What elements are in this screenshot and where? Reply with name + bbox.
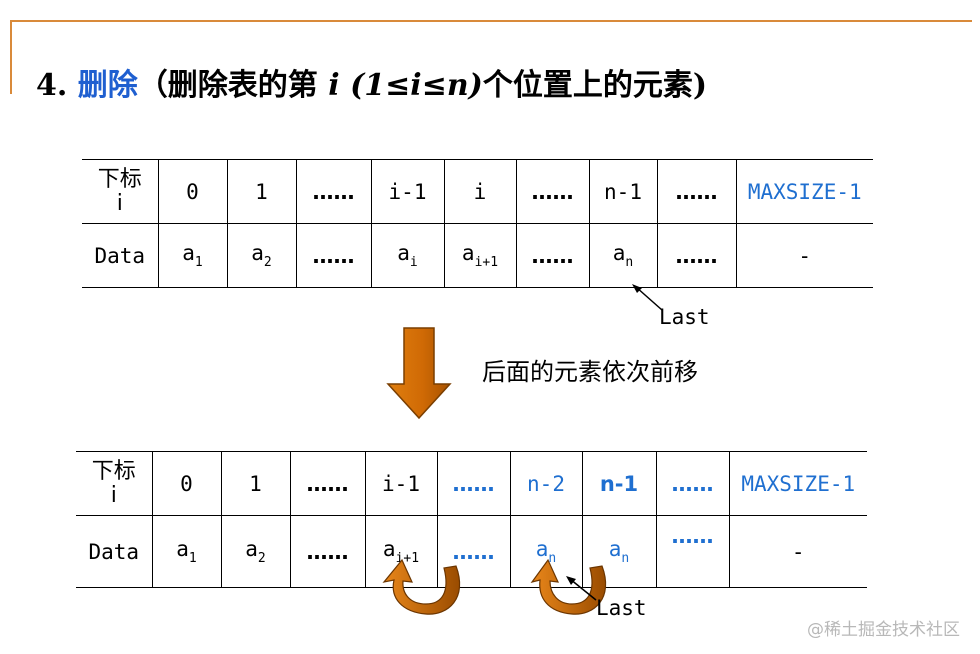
top-index-5: …… [515,159,589,224]
value-sub: 1 [194,255,203,270]
index-header-label: 下标 [97,166,142,192]
index-header-var: i [116,190,123,216]
value-sub: i [409,255,418,270]
title-number: 4. [36,68,68,103]
index-header-var: i [110,482,117,508]
move-arrow-right [530,558,607,615]
bottom-index-2: …… [289,451,365,516]
data-header-cell: Data [82,223,158,288]
bottom-index-3: i-1 [364,451,437,516]
title-range: (1≤i≤n) [350,68,483,103]
value-sub: i+1 [474,255,499,270]
bottom-index-1: 1 [220,451,290,516]
top-value-4: ai+1 [443,223,516,288]
title-text: （删除表的第 [137,68,318,103]
top-index-1: 1 [226,159,296,224]
value-base: a [182,241,195,265]
value-base: a [397,241,410,265]
top-last-label: Last [659,305,710,329]
top-value-2: …… [295,223,371,288]
value-base: a [245,537,258,561]
value-sub: 2 [263,255,272,270]
bottom-value-1: a2 [220,515,290,588]
top-index-0: 0 [157,159,227,224]
title-keyword: 删除 [77,68,138,103]
value-base: a [608,537,622,561]
top-value-8: - [735,223,873,288]
value-base: a [382,537,396,561]
value-sub: n [548,551,557,566]
shift-down-arrow [386,327,452,420]
title-rest: 个位置上的元素) [482,68,708,103]
value-base: a [251,241,264,265]
value-base: a [612,241,626,265]
top-value-7: …… [656,223,736,288]
bottom-value-8: - [728,515,867,588]
bottom-index-8: MAXSIZE-1 [728,451,867,516]
bottom-value-7: …… [655,515,729,588]
index-header-label: 下标 [91,458,136,484]
bottom-value-0: a1 [151,515,221,588]
value-sub: 1 [188,551,197,566]
bottom-value-2: …… [289,515,365,588]
top-value-1: a2 [226,223,296,288]
top-index-3: i-1 [370,159,444,224]
value-sub: 2 [257,551,266,566]
top-index-8: MAXSIZE-1 [735,159,873,224]
bottom-index-0: 0 [151,451,221,516]
top-index-4: i [443,159,516,224]
top-value-3: ai [370,223,444,288]
value-sub: n [621,551,630,566]
top-value-6: an [588,223,657,288]
top-index-6: n-1 [588,159,657,224]
title-var: i [328,68,340,103]
move-arrow-left [382,558,461,615]
bottom-data-row: Data a1 a2 …… ai+1 …… an an …… - [76,515,867,588]
top-index-7: …… [656,159,736,224]
watermark: @稀土掘金技术社区 [807,620,960,640]
frame-left-line [10,20,12,94]
data-header-cell: Data [76,515,152,588]
bottom-index-5: n-2 [509,451,582,516]
bottom-index-6: n-1 [581,451,656,516]
value-sub: n [625,255,634,270]
top-last-pointer-arrow [632,284,663,311]
frame-top-line [10,20,972,22]
value-base: a [535,537,549,561]
value-base: a [461,241,475,265]
bottom-index-7: …… [655,451,729,516]
bottom-last-label: Last [596,596,647,620]
top-index-2: …… [295,159,371,224]
top-value-0: a1 [157,223,227,288]
value-base: a [176,537,189,561]
top-data-row: Data a1 a2 …… ai ai+1 …… an …… - [82,223,873,288]
bottom-index-4: …… [436,451,510,516]
bottom-last-pointer-arrow [566,576,597,601]
page-title: 4. 删除（删除表的第 i (1≤i≤n)个位置上的元素) [36,66,707,106]
shift-caption: 后面的元素依次前移 [482,358,698,386]
top-value-5: …… [515,223,589,288]
